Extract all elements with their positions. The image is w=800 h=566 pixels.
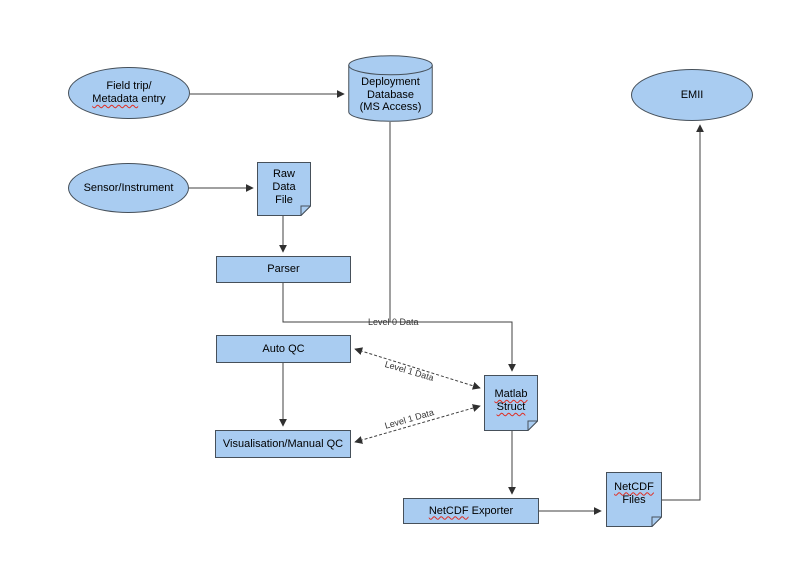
- database-cylinder-icon: [348, 55, 433, 122]
- edge-visqc-matlab-level1: [354, 404, 481, 444]
- node-auto-qc: Auto QC: [216, 335, 351, 363]
- node-visualisation-manual-qc: Visualisation/Manual QC: [215, 430, 351, 458]
- node-emii: EMII: [631, 69, 753, 121]
- node-deployment-database: Deployment Database (MS Access): [348, 55, 433, 122]
- misspelled-word: NetCDF: [428, 504, 469, 517]
- node-label: Visualisation/Manual QC: [222, 437, 344, 450]
- node-label: Deployment Database (MS Access): [359, 76, 422, 114]
- node-netcdf-exporter: NetCDF Exporter: [403, 498, 539, 524]
- node-label: Raw Data File: [272, 167, 296, 206]
- misspelled-word: Matlab: [494, 388, 528, 400]
- node-raw-data-file: Raw Data File: [257, 162, 311, 216]
- edge-autoqc-matlab-level1: [354, 347, 481, 390]
- document-icon: [257, 162, 311, 216]
- misspelled-word: Metadata: [92, 93, 139, 105]
- node-parser: Parser: [216, 256, 351, 283]
- node-sensor-instrument: Sensor/Instrument: [68, 163, 189, 213]
- node-label: Parser: [267, 263, 300, 275]
- document-icon: [606, 472, 662, 527]
- node-label: Matlab Struct: [484, 375, 538, 427]
- node-field-trip-metadata-entry: Field trip/ Metadata entry: [68, 67, 190, 119]
- node-label: Auto QC: [262, 342, 305, 355]
- misspelled-word: NetCDF: [614, 480, 654, 493]
- edge-files-to-emii: [662, 124, 704, 501]
- node-matlab-struct: Matlab Struct: [484, 375, 538, 431]
- node-label: Sensor/Instrument: [83, 181, 174, 194]
- edge-parser-to-matlab-level0: [282, 283, 516, 372]
- node-netcdf-files: NetCDF Files: [606, 472, 662, 527]
- node-label: NetCDF Files: [614, 480, 654, 506]
- misspelled-word: Struct: [496, 401, 526, 413]
- node-label: Field trip/ Metadata entry: [92, 80, 166, 105]
- edge-label-level-0-data: Level 0 Data: [368, 317, 419, 327]
- node-label: EMII: [680, 88, 704, 101]
- document-icon: [484, 375, 538, 431]
- node-label: NetCDF Exporter: [428, 504, 514, 517]
